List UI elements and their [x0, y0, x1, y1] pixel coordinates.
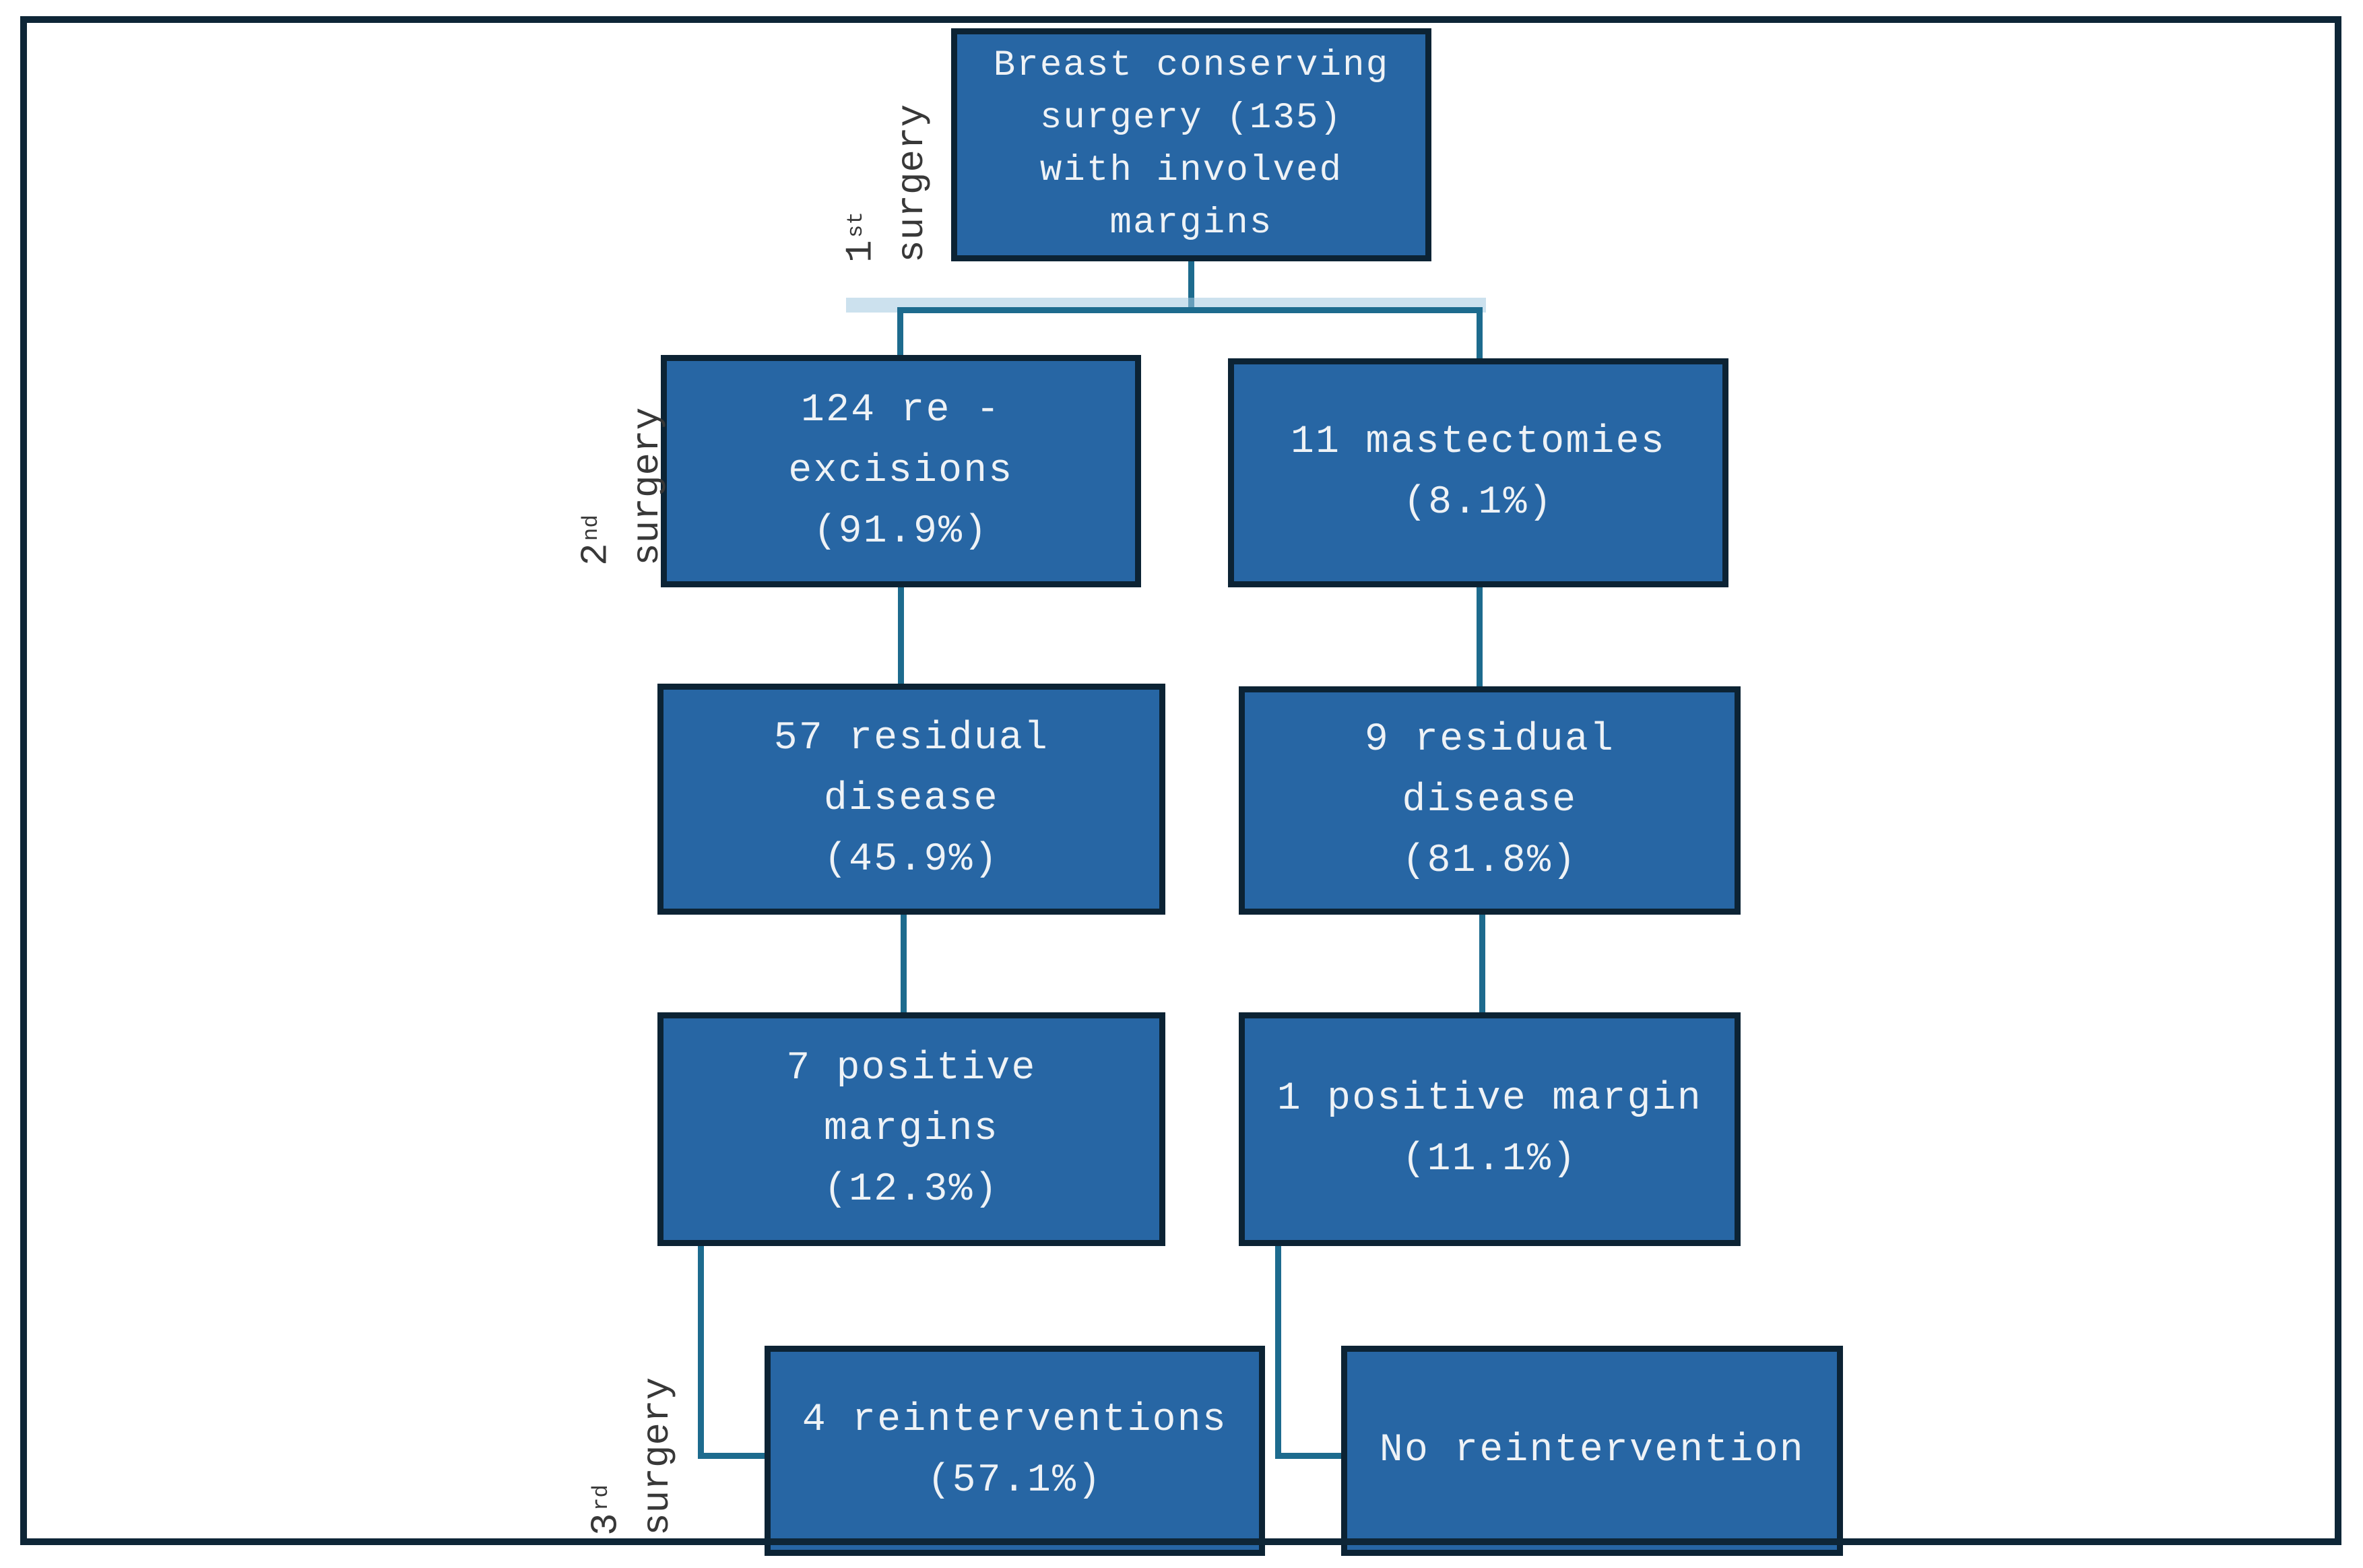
node-text-line: 9 residual	[1364, 717, 1615, 762]
connector-residual-to-positive-left	[901, 913, 907, 1015]
node-text-line: margins	[1109, 203, 1273, 244]
node-text-line: disease	[824, 777, 999, 821]
node-positive-margins-left: 7 positive margins (12.3%)	[657, 1012, 1165, 1246]
node-text-line: 7 positive	[786, 1046, 1037, 1090]
node-text-line: 57 residual	[773, 716, 1049, 760]
node-no-reintervention: No reintervention	[1341, 1346, 1843, 1556]
node-text-line: 11 mastectomies	[1291, 420, 1666, 464]
node-text-line: (57.1%)	[927, 1459, 1103, 1503]
connector-positive-to-reinterventions-horizontal	[698, 1453, 767, 1459]
connector-mastectomies-to-residual	[1477, 586, 1483, 690]
node-text-line: disease	[1402, 778, 1578, 822]
stage-word-line: surgery	[890, 104, 934, 263]
connector-branch-right-drop	[1477, 307, 1483, 362]
node-re-excisions: 124 re - excisions (91.9%)	[661, 355, 1141, 587]
node-residual-disease-left: 57 residual disease (45.9%)	[657, 684, 1165, 915]
node-text-line: excisions	[788, 449, 1014, 493]
node-residual-disease-right: 9 residual disease (81.8%)	[1239, 686, 1741, 915]
node-positive-margin-right: 1 positive margin (11.1%)	[1239, 1012, 1741, 1246]
stage-word-line: surgery	[625, 407, 669, 566]
node-text-line: Breast conserving	[993, 45, 1390, 86]
connector-branch-left-drop	[897, 307, 903, 358]
node-text-line: (45.9%)	[824, 837, 999, 882]
node-text-line: surgery (135)	[1039, 98, 1343, 139]
node-text-line: margins	[824, 1107, 999, 1151]
node-text-line: (81.8%)	[1402, 839, 1578, 883]
stage-ordinal-line: 1st	[839, 211, 882, 263]
node-text-line: 124 re -	[800, 388, 1001, 432]
node-text-line: (91.9%)	[813, 509, 989, 554]
stage-label-third-surgery: 3rd surgery	[572, 1347, 679, 1536]
node-text-line: with involved	[1039, 150, 1343, 191]
node-breast-conserving-surgery: Breast conserving surgery (135) with inv…	[951, 28, 1431, 261]
connector-reexcisions-to-residual	[898, 586, 904, 687]
stage-ordinal-line: 3rd	[584, 1484, 628, 1536]
stage-label-first-surgery: 1st surgery	[827, 74, 934, 263]
connector-residual-to-positive-right	[1479, 913, 1485, 1015]
node-text-line: (12.3%)	[824, 1167, 999, 1212]
node-text-line: No reintervention	[1379, 1429, 1805, 1472]
node-text-line: (11.1%)	[1402, 1137, 1578, 1181]
node-text-line: 4 reinterventions	[802, 1398, 1228, 1442]
stage-ordinal-line: 2nd	[574, 515, 618, 566]
stage-label-second-surgery: 2nd surgery	[562, 377, 669, 566]
node-reinterventions: 4 reinterventions (57.1%)	[765, 1346, 1265, 1556]
stage-word-line: surgery	[635, 1377, 679, 1536]
connector-positive-to-noreintervention-horizontal	[1275, 1453, 1343, 1459]
node-mastectomies: 11 mastectomies (8.1%)	[1228, 358, 1728, 587]
connector-positive-to-noreintervention-vertical	[1275, 1245, 1281, 1459]
node-text-line: 1 positive margin	[1276, 1076, 1703, 1121]
connector-positive-to-reinterventions-vertical	[698, 1245, 704, 1459]
node-text-line: (8.1%)	[1403, 481, 1553, 525]
connector-branch-horizontal	[897, 307, 1483, 313]
connector-root-stem	[1188, 260, 1194, 311]
